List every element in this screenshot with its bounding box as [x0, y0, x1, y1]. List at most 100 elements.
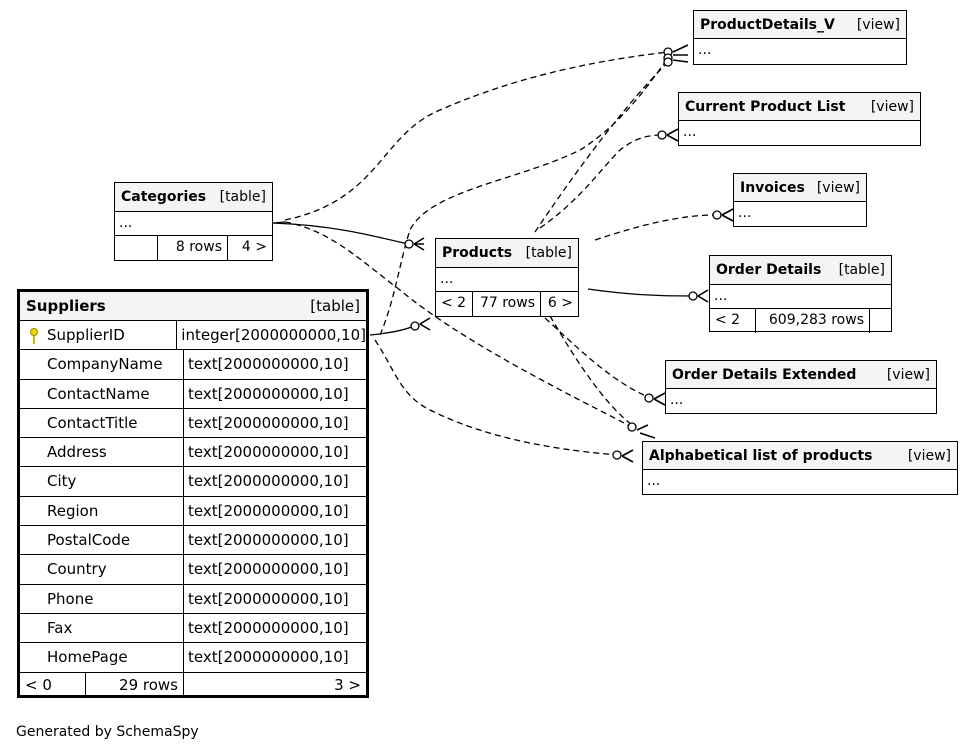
row-count: 29 rows	[86, 672, 184, 698]
table-kind: [view]	[856, 16, 900, 33]
table-name: Categories	[121, 189, 207, 205]
marker-circle	[410, 321, 420, 331]
column-type: text[2000000000,10]	[188, 501, 349, 520]
column-name: Fax	[20, 613, 184, 643]
table-header: Current Product List [view]	[679, 93, 920, 121]
table-order-details-extended[interactable]: Order Details Extended [view] ...	[665, 360, 937, 414]
edge-products-invoices	[594, 214, 717, 241]
table-invoices[interactable]: Invoices [view] ...	[733, 173, 867, 227]
column-name: HomePage	[20, 643, 184, 672]
table-header: ProductDetails_V [view]	[694, 11, 906, 39]
table-body: ...	[115, 212, 272, 236]
table-header: Categories [table]	[115, 183, 272, 212]
marker-circle	[404, 239, 414, 249]
marker-crowsfoot	[721, 208, 734, 222]
column-name: City	[20, 467, 184, 496]
parents-count[interactable]: < 2	[436, 292, 473, 316]
table-header: Suppliers [table]	[20, 292, 366, 321]
column-name: Region	[20, 496, 184, 526]
parents-count[interactable]: < 2	[710, 309, 756, 333]
column-type: text[2000000000,10]	[188, 355, 349, 374]
table-body: ...	[436, 268, 578, 292]
edge-products-productdetails	[534, 61, 669, 233]
table-name: Order Details Extended	[672, 366, 857, 383]
marker-circle	[644, 393, 654, 403]
children-count[interactable]: 4 >	[241, 239, 267, 255]
primary-key-icon	[30, 328, 38, 344]
marker-crowsfoot	[636, 424, 656, 439]
column-type: text[2000000000,10]	[188, 384, 349, 403]
children-count[interactable]: 6 >	[547, 295, 573, 311]
edge-suppliers-products	[369, 325, 415, 336]
table-header: Alphabetical list of products [view]	[643, 442, 957, 470]
table-body: ...	[738, 205, 752, 221]
marker-circle	[663, 57, 673, 67]
marker-crowsfoot	[666, 128, 679, 142]
table-products[interactable]: Products [table] ... < 2 77 rows 6 >	[435, 238, 579, 317]
edge-categories-productdetails	[284, 51, 669, 221]
column-type: text[2000000000,10]	[188, 443, 349, 462]
marker-circle	[627, 422, 637, 432]
table-current-product-list[interactable]: Current Product List [view] ...	[678, 92, 921, 146]
table-header: Invoices [view]	[734, 174, 866, 202]
table-productdetails-v[interactable]: ProductDetails_V [view] ...	[693, 10, 907, 65]
children-count[interactable]: 3 >	[334, 675, 361, 694]
table-body: ...	[647, 473, 661, 489]
column-type: text[2000000000,10]	[188, 648, 349, 667]
table-header: Products [table]	[436, 239, 578, 268]
marker-circle	[688, 291, 698, 301]
column-name: PostalCode	[20, 526, 184, 555]
children-count	[870, 309, 891, 333]
column-type: text[2000000000,10]	[188, 531, 349, 550]
marker-crowsfoot	[697, 289, 709, 303]
table-kind: [view]	[816, 179, 860, 196]
column-name: Address	[20, 438, 184, 467]
table-kind: [table]	[525, 245, 572, 261]
column-type: integer[2000000000,10]	[181, 326, 366, 344]
table-header: Order Details Extended [view]	[666, 361, 936, 389]
marker-crowsfoot	[621, 449, 634, 463]
table-footer: < 2 609,283 rows	[710, 309, 891, 333]
table-kind: [view]	[886, 366, 930, 383]
table-categories[interactable]: Categories [table] ... 8 rows 4 >	[114, 182, 273, 261]
table-footer: 8 rows 4 >	[115, 236, 272, 260]
table-name: Alphabetical list of products	[649, 447, 873, 464]
parents-count	[115, 236, 158, 260]
column-type: text[2000000000,10]	[188, 413, 349, 432]
table-alphabetical-list-of-products[interactable]: Alphabetical list of products [view] ...	[642, 441, 958, 495]
marker-crowsfoot	[672, 44, 689, 63]
marker-crowsfoot	[419, 317, 431, 331]
table-kind: [table]	[219, 189, 266, 205]
edge-products-orderdetailsextended	[544, 317, 649, 398]
table-footer: < 2 77 rows 6 >	[436, 292, 578, 316]
table-kind: [table]	[838, 262, 885, 278]
edge-categories-products	[272, 222, 409, 245]
column-name: Phone	[20, 584, 184, 613]
column-type: text[2000000000,10]	[188, 472, 349, 491]
table-kind: [table]	[310, 297, 360, 315]
edge-categories-alphabetical	[284, 221, 633, 428]
table-header: Order Details [table]	[710, 256, 891, 285]
edge-products-alphabetical	[549, 315, 633, 426]
table-kind: [view]	[907, 447, 951, 464]
parents-count: < 0	[20, 672, 86, 698]
table-name: Order Details	[716, 262, 822, 278]
table-body: ...	[710, 285, 891, 309]
table-kind: [view]	[870, 98, 914, 115]
table-order-details[interactable]: Order Details [table] ... < 2 609,283 ro…	[709, 255, 892, 333]
edge-products-orderdetails	[587, 288, 693, 297]
